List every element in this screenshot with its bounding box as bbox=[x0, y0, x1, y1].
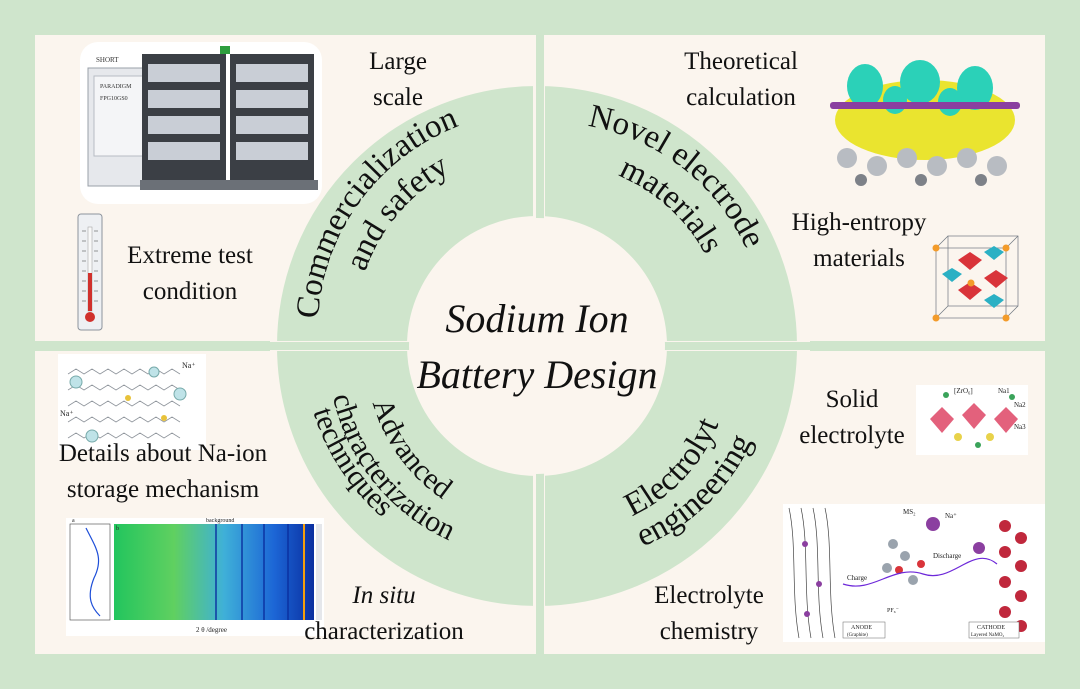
in-situ-xrd-heatmap: a b background 2 θ /degree bbox=[66, 518, 324, 636]
svg-text:PARADIGM: PARADIGM bbox=[100, 84, 132, 90]
svg-text:CATHODE: CATHODE bbox=[977, 625, 1005, 631]
svg-text:background: background bbox=[206, 518, 234, 524]
svg-text:(Graphite): (Graphite) bbox=[847, 633, 868, 638]
theoretical-calculation-render bbox=[830, 60, 1020, 186]
svg-text:Layered NaMO₂: Layered NaMO₂ bbox=[971, 633, 1005, 638]
svg-text:PF₆⁻: PF₆⁻ bbox=[887, 608, 899, 614]
svg-text:Na1: Na1 bbox=[998, 387, 1010, 395]
center-title-line1: Sodium Ion bbox=[445, 296, 628, 341]
svg-text:2 θ /degree: 2 θ /degree bbox=[196, 626, 227, 634]
svg-text:Na3: Na3 bbox=[1014, 423, 1026, 431]
svg-text:ANODE: ANODE bbox=[851, 625, 872, 631]
graphene-na-storage-diagram: Na⁺ Na⁺ bbox=[58, 354, 206, 450]
svg-text:Na2: Na2 bbox=[1014, 401, 1026, 409]
thermometer-icon bbox=[77, 213, 103, 331]
svg-text:Na⁺: Na⁺ bbox=[182, 361, 196, 370]
battery-modules-photo: SHORT PARADIGM FPG10GS0 bbox=[80, 42, 322, 204]
svg-text:FPG10GS0: FPG10GS0 bbox=[100, 96, 128, 102]
svg-text:Charge: Charge bbox=[847, 574, 867, 582]
svg-text:Na⁺: Na⁺ bbox=[945, 512, 957, 520]
svg-text:MS₂: MS₂ bbox=[903, 508, 916, 516]
svg-text:Discharge: Discharge bbox=[933, 552, 961, 560]
svg-text:Na⁺: Na⁺ bbox=[60, 409, 74, 418]
svg-text:b: b bbox=[116, 526, 119, 532]
solid-electrolyte-structure: [ZrO₆] Na1 Na2 Na3 bbox=[916, 385, 1028, 455]
center-title-line2: Battery Design bbox=[416, 352, 657, 397]
high-entropy-crystal bbox=[932, 235, 1019, 322]
svg-text:[ZrO₆]: [ZrO₆] bbox=[954, 387, 973, 395]
svg-text:a: a bbox=[72, 518, 75, 524]
electrolyte-chemistry-schematic: Charge Discharge MS₂ Na⁺ PF₆⁻ ANODE (Gra… bbox=[783, 504, 1045, 642]
svg-text:SHORT: SHORT bbox=[96, 56, 119, 64]
